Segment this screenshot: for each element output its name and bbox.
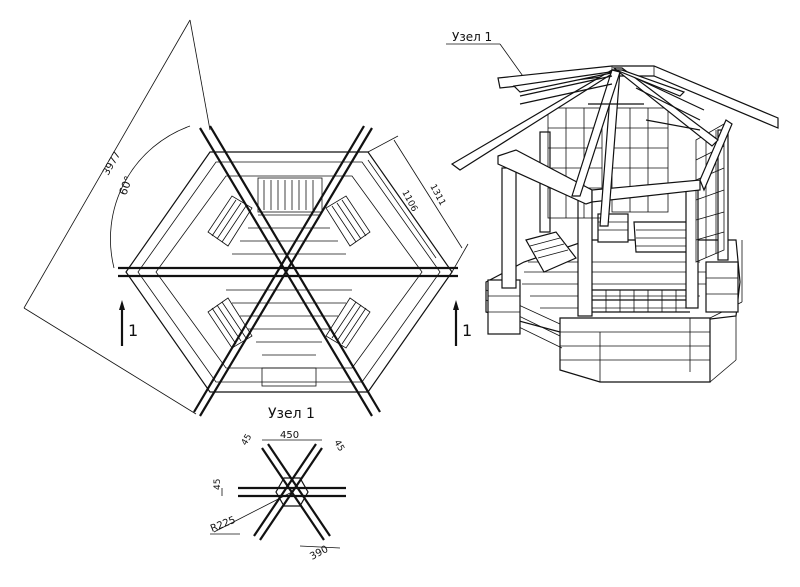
plan-bench-lower-right	[325, 297, 371, 349]
dim-radius-label: R225	[209, 515, 237, 535]
plan-bench-top	[257, 177, 323, 213]
plan-bench-upper-left	[207, 195, 253, 247]
plan-bench-upper-right	[325, 195, 371, 247]
iso-bench-left	[525, 231, 577, 273]
node-title: Узел 1	[268, 406, 315, 422]
dim-outer-label: 1311	[427, 183, 447, 208]
plan-view: 3977 60° 1311 1106 1 1	[23, 19, 472, 417]
plan-rafters	[118, 125, 458, 417]
iso-rafters	[450, 67, 719, 227]
dim-diagonal: 3977	[23, 19, 211, 415]
iso-base	[485, 239, 743, 383]
section-right-label: 1	[462, 321, 472, 340]
dim-side: 1311 1106	[367, 135, 469, 273]
dim-side-label: 45	[213, 479, 223, 490]
node-detail: Узел 1 450 45 45 45 R225 390	[209, 406, 346, 563]
section-left-label: 1	[128, 321, 138, 340]
dim-top-label: 450	[280, 430, 299, 441]
node-callout: Узел 1	[452, 30, 492, 44]
dim-angle-label: 60°	[117, 174, 136, 197]
iso-railing	[590, 289, 690, 313]
iso-ring-beam	[497, 119, 733, 205]
dim-angle: 60°	[110, 125, 191, 269]
dim-diagonal-label: 3977	[101, 150, 123, 178]
section-marker-left: 1	[119, 300, 138, 346]
section-marker-right: 1	[453, 300, 472, 346]
dim-left-small-label: 45	[240, 433, 254, 448]
dim-right-small-label: 45	[331, 439, 345, 454]
isometric-view: Узел 1	[446, 30, 779, 383]
plan-step	[261, 367, 317, 387]
plan-floor-boards	[226, 214, 352, 356]
iso-braces	[519, 75, 705, 131]
